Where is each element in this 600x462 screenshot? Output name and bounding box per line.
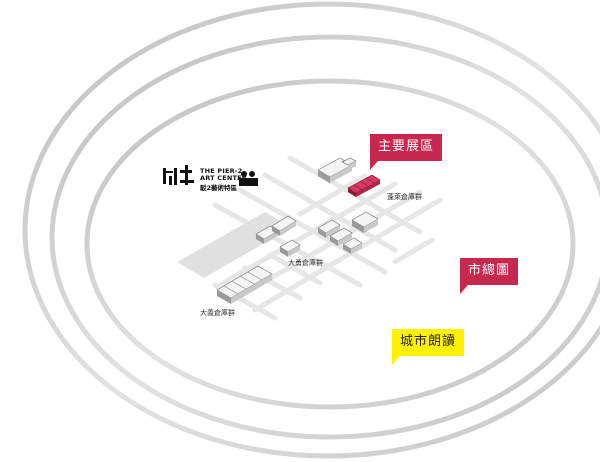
ring-inner [84, 78, 576, 410]
building [342, 237, 363, 254]
building [279, 239, 301, 257]
road-network [212, 155, 443, 321]
ring-outer [22, 1, 600, 459]
logo-line2: ART CENTER [200, 174, 247, 182]
site-block [177, 212, 292, 278]
callout-city-reading[interactable]: 城市朗讀 [392, 329, 465, 365]
ring-middle [49, 34, 600, 440]
building [351, 211, 379, 233]
label-penglai: 蓬萊倉庫群 [387, 193, 422, 201]
callout-main-exhibition[interactable]: 主要展區 [370, 134, 443, 170]
building [271, 215, 297, 236]
logo-text-en: THE PIER-2 ART CENTER [200, 168, 247, 182]
logo-line1: THE PIER-2 [200, 167, 243, 175]
callout-city-map[interactable]: 市總圖 [460, 258, 519, 294]
building [317, 219, 341, 238]
building [341, 157, 357, 170]
building [216, 265, 273, 304]
building [329, 227, 353, 246]
label-dayi: 大義倉庫群 [200, 309, 235, 317]
pier2-logo-mark [163, 165, 258, 186]
concentric-rings [22, 1, 600, 459]
logo-text-zh: 駁2藝術特區 [200, 184, 238, 192]
label-dayong: 大勇倉庫群 [288, 259, 323, 267]
warehouse-buildings [216, 157, 381, 304]
main-exhibition-warehouses[interactable] [347, 174, 381, 197]
